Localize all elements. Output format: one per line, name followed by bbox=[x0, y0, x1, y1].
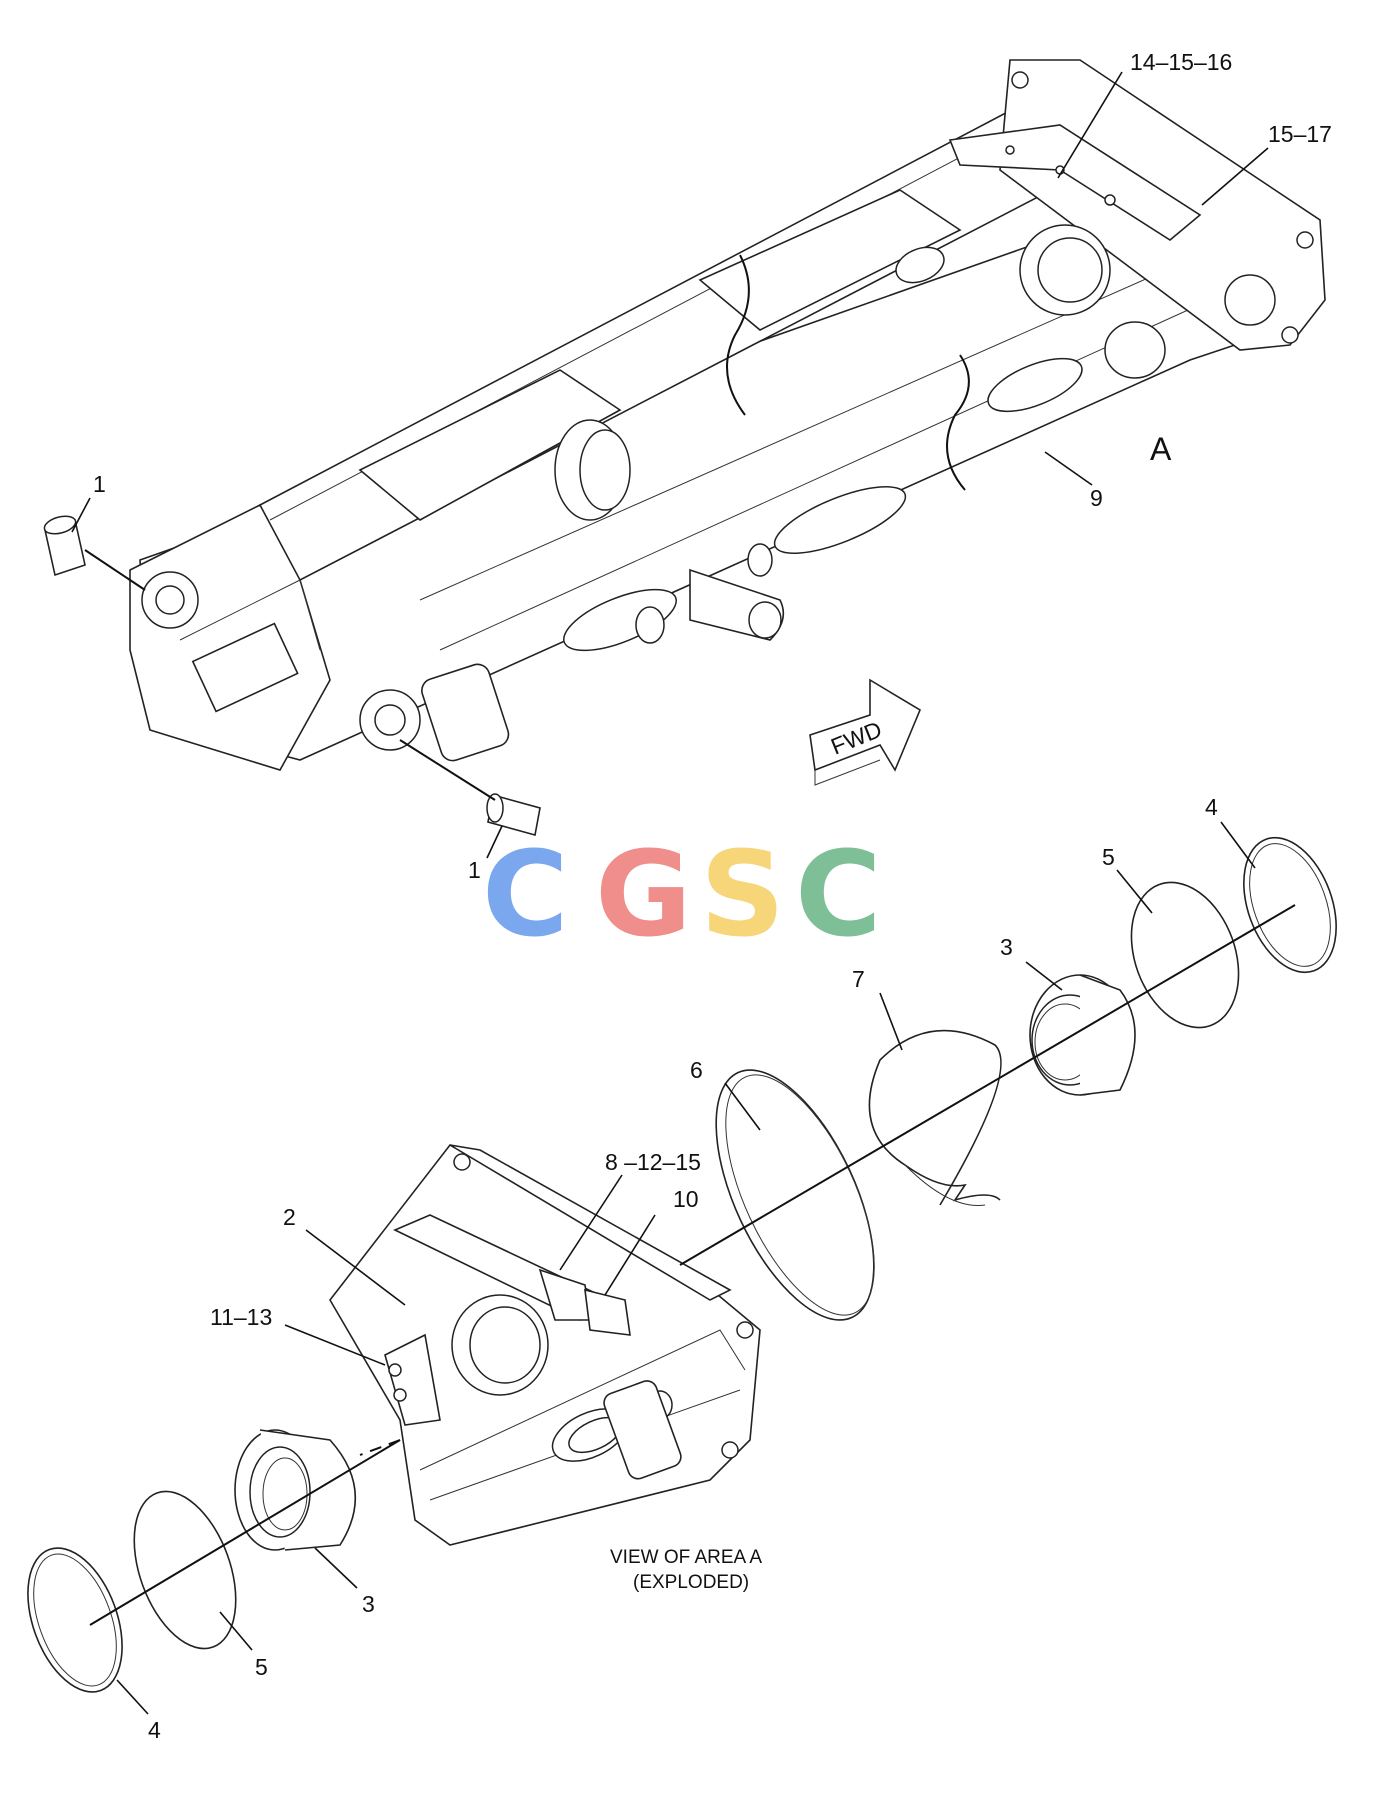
watermark-letter-s: S bbox=[700, 825, 785, 963]
part-5-disc-lower bbox=[133, 1490, 237, 1650]
callout-10: 10 bbox=[673, 1186, 699, 1212]
callout-14-15-16: 14–15–16 bbox=[1130, 49, 1232, 75]
callout-1-upper: 1 bbox=[93, 471, 106, 497]
part-3-housing-upper bbox=[1029, 974, 1136, 1096]
part-4-ring-upper bbox=[1243, 836, 1337, 974]
callout-1-lower: 1 bbox=[468, 857, 481, 883]
callout-8-12-15: 8 –12–15 bbox=[605, 1149, 701, 1175]
roller-frame-assembly bbox=[129, 59, 1326, 771]
callout-area-a: A bbox=[1150, 431, 1172, 467]
leader-lines bbox=[71, 71, 1269, 1715]
callout-15-17: 15–17 bbox=[1268, 121, 1332, 147]
callout-2: 2 bbox=[283, 1204, 296, 1230]
caption-line-2: (EXPLODED) bbox=[633, 1572, 749, 1593]
callout-3-upper: 3 bbox=[1000, 934, 1013, 960]
callout-9: 9 bbox=[1090, 485, 1103, 511]
part-3-housing-lower bbox=[234, 1429, 357, 1551]
watermark-letter-c1: C bbox=[482, 825, 569, 963]
watermark-letter-g: G bbox=[595, 825, 692, 963]
callout-5-lower: 5 bbox=[255, 1654, 268, 1680]
callout-7: 7 bbox=[852, 966, 865, 992]
callout-6: 6 bbox=[690, 1057, 703, 1083]
part-5-disc-upper bbox=[1130, 881, 1240, 1029]
callout-4-upper: 4 bbox=[1205, 794, 1218, 820]
callout-3-lower: 3 bbox=[362, 1591, 375, 1617]
callouts: 1 1 14–15–16 15–17 9 A 4 5 3 7 6 8 –12–1… bbox=[93, 49, 1332, 1743]
watermark-letter-c2: C bbox=[795, 825, 882, 963]
callout-4-lower: 4 bbox=[148, 1717, 161, 1743]
part-7-band bbox=[868, 1029, 1002, 1206]
fwd-arrow: FWD bbox=[809, 678, 922, 786]
part-4-ring-lower bbox=[27, 1547, 123, 1693]
view-caption: VIEW OF AREA A (EXPLODED) bbox=[610, 1547, 762, 1593]
callout-11-13: 11–13 bbox=[210, 1304, 272, 1330]
cgsc-watermark: C G S C bbox=[482, 825, 882, 963]
callout-5-upper: 5 bbox=[1102, 844, 1115, 870]
caption-line-1: VIEW OF AREA A bbox=[610, 1547, 762, 1568]
exploded-frame-section bbox=[329, 1143, 761, 1546]
part-6-ring bbox=[715, 1069, 875, 1321]
pin-part-1-right bbox=[399, 739, 541, 837]
pin-part-1-left bbox=[43, 515, 146, 591]
